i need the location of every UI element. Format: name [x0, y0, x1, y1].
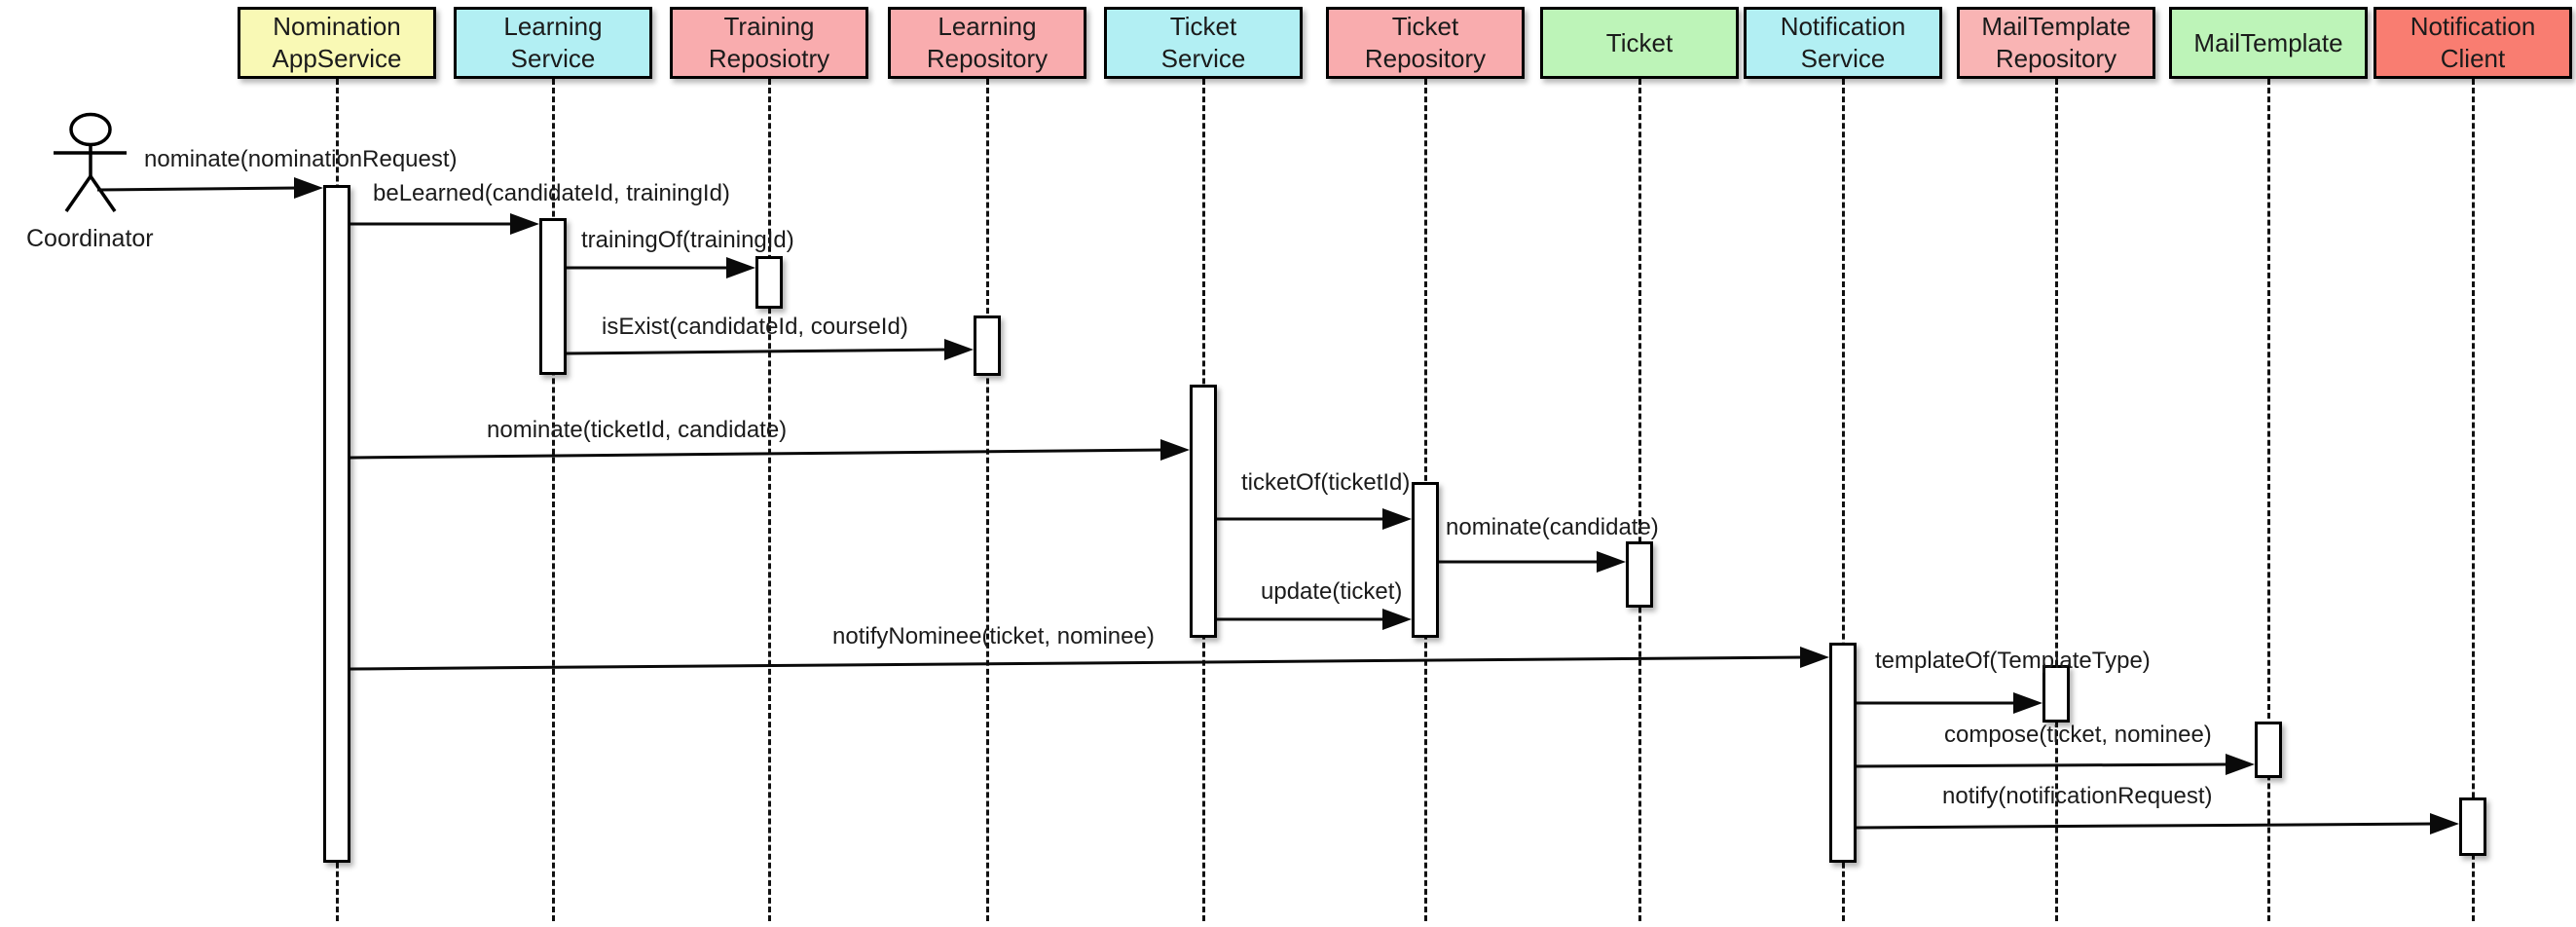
msg-is-exist-label: isExist(candidateId, courseId) [602, 314, 908, 340]
msg-template-of-label: templateOf(TemplateType) [1875, 648, 2151, 674]
msg-training-of-arrow [567, 257, 755, 278]
participant-notification-service: Notification Service [1744, 7, 1942, 79]
msg-notify-arrow [1856, 813, 2459, 834]
participant-ticket-repository: Ticket Repository [1326, 7, 1525, 79]
act-mailtemplate-repository [2042, 665, 2070, 723]
participant-nomination-app-service: Nomination AppService [238, 7, 436, 79]
msg-update-ticket-label: update(ticket) [1261, 578, 1403, 605]
participant-label-training-repository: Training Reposiotry [708, 12, 830, 73]
act-training-repository [755, 256, 783, 309]
act-notification-client [2459, 797, 2486, 856]
participant-ticket-service: Ticket Service [1104, 7, 1303, 79]
participant-learning-service: Learning Service [454, 7, 652, 79]
participant-notification-client: Notification Client [2374, 7, 2572, 79]
participant-mailtemplate-repository: MailTemplate Repository [1957, 7, 2155, 79]
participant-learning-repository: Learning Repository [888, 7, 1086, 79]
act-mailtemplate [2255, 722, 2282, 778]
lifeline-notification-client [2471, 79, 2475, 921]
participant-label-ticket: Ticket [1605, 27, 1674, 57]
act-ticket [1626, 541, 1653, 608]
msg-compose-label: compose(ticket, nominee) [1944, 722, 2212, 748]
msg-training-of-label: trainingOf(trainingId) [581, 227, 794, 253]
act-learning-service [539, 218, 567, 375]
act-learning-repository [974, 315, 1001, 376]
participant-label-notification-service: Notification Service [1780, 12, 1906, 73]
act-ticket-service [1190, 385, 1217, 638]
msg-nominate-candidate-arrow [1439, 551, 1626, 573]
lifeline-mailtemplate [2266, 79, 2270, 921]
participant-label-mailtemplate-repository: MailTemplate Repository [1981, 12, 2131, 73]
msg-nominate-candidate-label: nominate(candidate) [1446, 514, 1659, 540]
msg-update-ticket-arrow [1217, 609, 1412, 630]
actor-label: Coordinator [26, 225, 154, 252]
lifeline-notification-service [1841, 79, 1845, 921]
lifeline-training-repository [767, 79, 771, 921]
lifeline-learning-repository [985, 79, 989, 921]
msg-be-learned-label: beLearned(candidateId, trainingId) [373, 180, 730, 206]
participant-ticket: Ticket [1540, 7, 1739, 79]
msg-notify-label: notify(notificationRequest) [1942, 783, 2213, 809]
participant-label-ticket-repository: Ticket Repository [1364, 12, 1487, 73]
participant-label-notification-client: Notification Client [2410, 12, 2536, 73]
stick-figure-icon [54, 112, 127, 212]
msg-nominate-ticket-label: nominate(ticketId, candidate) [487, 417, 788, 443]
act-notification-service [1829, 643, 1857, 863]
msg-notify-nominee-label: notifyNominee(ticket, nominee) [832, 623, 1155, 649]
act-ticket-repository [1412, 482, 1439, 638]
participant-label-learning-repository: Learning Repository [926, 12, 1049, 73]
lifeline-mailtemplate-repository [2054, 79, 2058, 921]
actor-coordinator [32, 106, 149, 215]
participant-label-mailtemplate: MailTemplate [2193, 27, 2343, 57]
msg-template-of-arrow [1857, 692, 2042, 714]
msg-ticket-of-arrow [1217, 508, 1412, 530]
lifeline-learning-service [551, 79, 555, 921]
msg-ticket-of-label: ticketOf(ticketId) [1241, 469, 1411, 496]
participant-label-learning-service: Learning Service [503, 12, 603, 73]
participant-label-ticket-service: Ticket Service [1160, 12, 1246, 73]
act-nomination-app-service [323, 185, 350, 863]
lifeline-ticket [1638, 79, 1641, 921]
msg-nominate-request-label: nominate(nominationRequest) [144, 146, 458, 172]
participant-training-repository: Training Reposiotry [670, 7, 868, 79]
participant-mailtemplate: MailTemplate [2169, 7, 2368, 79]
participant-label-nomination-app-service: Nomination AppService [272, 12, 402, 73]
msg-be-learned-arrow [350, 213, 539, 235]
